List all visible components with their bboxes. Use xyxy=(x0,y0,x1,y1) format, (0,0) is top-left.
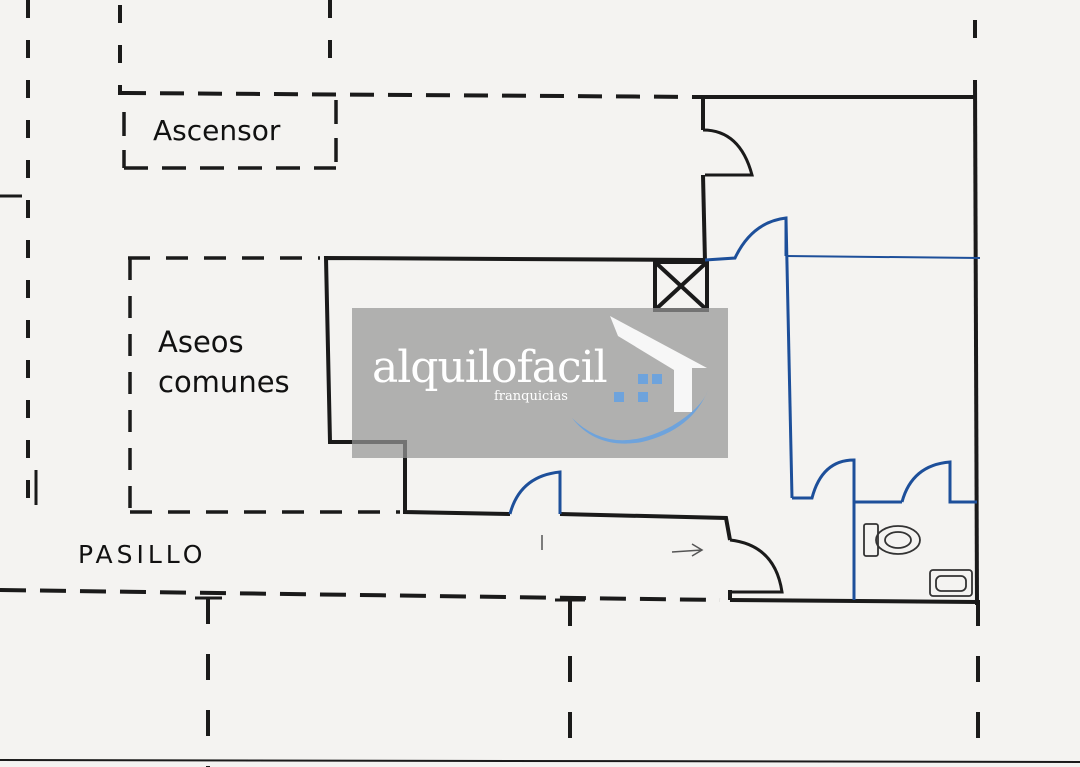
dashed-wall xyxy=(26,0,977,510)
corridor-wall xyxy=(0,759,1080,763)
partition-wall xyxy=(784,217,794,499)
elevator-outline xyxy=(122,100,338,170)
door-swing xyxy=(792,458,856,600)
door-swing xyxy=(702,128,784,594)
watermark-tagline: franquicias xyxy=(494,389,568,404)
restrooms-label-line2: comunes xyxy=(158,365,290,399)
restrooms-outline xyxy=(128,256,400,514)
watermark: alquilofacil franquicias xyxy=(352,308,728,458)
partition-wall xyxy=(785,255,981,259)
dashed-wall xyxy=(206,598,980,767)
watermark-brand: alquilofacil xyxy=(372,342,608,393)
solid-wall xyxy=(323,79,979,606)
corridor-label: PASILLO xyxy=(78,540,207,569)
door-swing xyxy=(900,460,977,504)
door-swing xyxy=(508,470,562,515)
restrooms-label-line1: Aseos xyxy=(158,325,244,359)
house-logo-icon xyxy=(572,316,708,444)
door-swing xyxy=(704,216,788,262)
restrooms-label: Aseos comunes xyxy=(158,322,290,402)
sink-icon xyxy=(929,569,973,597)
corridor-wall xyxy=(0,588,721,602)
elevator-label: Ascensor xyxy=(153,114,281,147)
toilet-icon xyxy=(863,523,921,557)
arrow-icon xyxy=(671,543,704,557)
